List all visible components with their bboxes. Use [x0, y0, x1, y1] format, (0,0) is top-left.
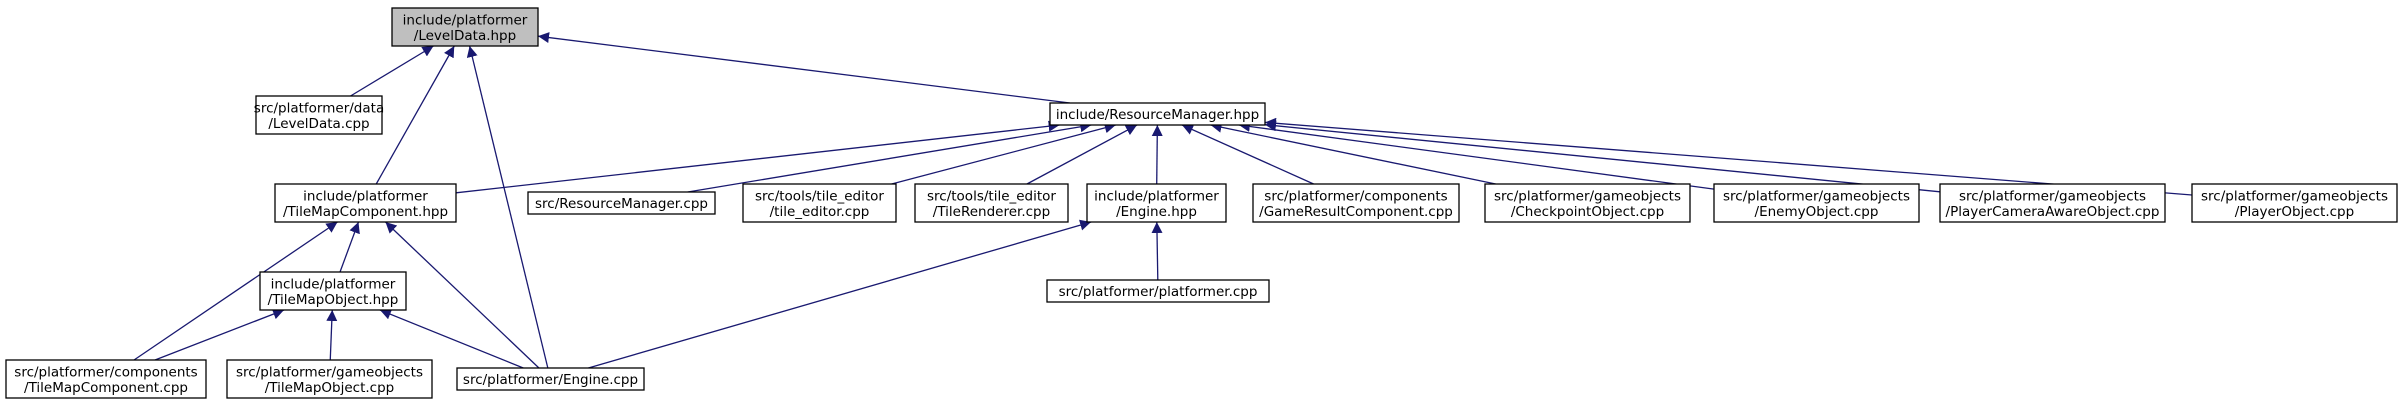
- edge-tilemapcomponent-hpp-to-leveldata-hpp: [375, 45, 455, 185]
- edge-enemyobject-cpp-to-resourcemanager-hpp: [1238, 121, 1715, 190]
- node-box: [1939, 183, 2166, 223]
- node-box: [391, 7, 539, 47]
- node-label-line: src/platformer/platformer.cpp: [1059, 284, 1258, 300]
- node-label-line: /TileMapObject.cpp: [265, 380, 395, 396]
- node-box: [255, 95, 383, 135]
- node-box: [456, 367, 645, 391]
- node-box: [914, 183, 1069, 223]
- edges-layer: [133, 32, 2193, 369]
- edge-tilemapobject-cpp-to-tilemapobject-hpp: [326, 309, 338, 361]
- node-label-line: /LevelData.hpp: [414, 28, 516, 44]
- node-engine-cpp[interactable]: src/platformer/Engine.cpp: [456, 367, 645, 391]
- node-box: [2191, 183, 2398, 223]
- edge-checkpointobject-cpp-to-resourcemanager-hpp: [1210, 121, 1496, 185]
- edge-resourcemanager-cpp-to-resourcemanager-hpp: [687, 121, 1092, 193]
- edge-resourcemanager-hpp-to-leveldata-hpp: [537, 32, 1071, 104]
- edge-playerobject-cpp-to-resourcemanager-hpp: [1264, 117, 2193, 196]
- node-checkpointobject-cpp[interactable]: src/platformer/gameobjects/CheckpointObj…: [1484, 183, 1691, 223]
- node-enemyobject-cpp[interactable]: src/platformer/gameobjects/EnemyObject.c…: [1713, 183, 1920, 223]
- node-leveldata-cpp[interactable]: src/platformer/data/LevelData.cpp: [254, 95, 384, 135]
- node-box: [1713, 183, 1920, 223]
- node-resourcemanager-hpp[interactable]: include/ResourceManager.hpp: [1049, 102, 1266, 126]
- edge-tilemapcomponent-cpp-to-tilemapcomponent-hpp: [133, 221, 338, 361]
- node-label-line: include/ResourceManager.hpp: [1056, 107, 1259, 123]
- node-label-line: src/platformer/Engine.cpp: [463, 372, 638, 388]
- node-label-line: /GameResultComponent.cpp: [1259, 204, 1453, 220]
- edge-engine-cpp-to-tilemapcomponent-hpp: [385, 221, 540, 369]
- node-box: [5, 359, 207, 399]
- node-label-line: /TileMapObject.hpp: [268, 292, 399, 308]
- edge-engine-cpp-to-tilemapobject-hpp: [379, 309, 524, 369]
- edge-tile-editor-cpp-to-resourcemanager-hpp: [891, 122, 1116, 185]
- node-label-line: include/platformer: [403, 12, 528, 28]
- node-label-line: src/platformer/gameobjects: [1723, 188, 1910, 204]
- edge-leveldata-cpp-to-leveldata-hpp: [350, 45, 434, 97]
- edge-tilemapcomponent-hpp-to-resourcemanager-hpp: [455, 120, 1060, 194]
- node-tilemapcomponent-cpp[interactable]: src/platformer/components/TileMapCompone…: [5, 359, 207, 399]
- node-label-line: /LevelData.cpp: [268, 116, 369, 132]
- node-box: [1086, 183, 1227, 223]
- node-box: [1049, 102, 1266, 126]
- edge-tilerenderer-cpp-to-resourcemanager-hpp: [1026, 124, 1138, 185]
- node-label-line: /tile_editor.cpp: [770, 204, 870, 220]
- edge-engine-cpp-to-engine-hpp: [588, 219, 1092, 369]
- edge-platformer-cpp-to-engine-hpp: [1151, 221, 1163, 281]
- node-label-line: /TileMapComponent.hpp: [283, 204, 448, 220]
- node-label-line: src/platformer/data: [254, 100, 384, 116]
- node-box: [1252, 183, 1460, 223]
- node-label-line: src/ResourceManager.cpp: [535, 196, 708, 212]
- node-label-line: /PlayerObject.cpp: [2235, 204, 2354, 220]
- node-playerobject-cpp[interactable]: src/platformer/gameobjects/PlayerObject.…: [2191, 183, 2398, 223]
- edge-tilemapcomponent-cpp-to-tilemapobject-hpp: [154, 308, 285, 361]
- node-leveldata-hpp[interactable]: include/platformer/LevelData.hpp: [391, 7, 539, 47]
- node-playercameraawareobject-cpp[interactable]: src/platformer/gameobjects/PlayerCameraA…: [1939, 183, 2166, 223]
- node-tilemapobject-cpp[interactable]: src/platformer/gameobjects/TileMapObject…: [226, 359, 433, 399]
- node-label-line: /PlayerCameraAwareObject.cpp: [1946, 204, 2160, 220]
- nodes-layer: include/platformer/LevelData.hpp src/plat…: [5, 7, 2398, 399]
- node-engine-hpp[interactable]: include/platformer/Engine.hpp: [1086, 183, 1227, 223]
- node-label-line: src/platformer/gameobjects: [1959, 188, 2146, 204]
- node-box: [226, 359, 433, 399]
- node-label-line: /CheckpointObject.cpp: [1511, 204, 1664, 220]
- node-label-line: src/platformer/components: [1264, 188, 1447, 204]
- node-label-line: src/tools/tile_editor: [755, 188, 884, 204]
- edge-engine-hpp-to-resourcemanager-hpp: [1151, 124, 1163, 185]
- node-box: [742, 183, 897, 223]
- node-box: [259, 271, 407, 311]
- node-platformer-cpp[interactable]: src/platformer/platformer.cpp: [1046, 279, 1270, 303]
- node-label-line: include/platformer: [303, 188, 428, 204]
- node-gameresultcomponent-cpp[interactable]: src/platformer/components/GameResultComp…: [1252, 183, 1460, 223]
- node-label-line: /TileMapComponent.cpp: [24, 380, 188, 396]
- node-resourcemanager-cpp[interactable]: src/ResourceManager.cpp: [527, 191, 716, 215]
- edge-tilemapobject-hpp-to-tilemapcomponent-hpp: [339, 221, 360, 273]
- node-label-line: src/tools/tile_editor: [927, 188, 1056, 204]
- node-label-line: src/platformer/gameobjects: [2201, 188, 2388, 204]
- node-box: [1484, 183, 1691, 223]
- node-tilemapobject-hpp[interactable]: include/platformer/TileMapObject.hpp: [259, 271, 407, 311]
- node-label-line: src/platformer/components: [14, 364, 197, 380]
- node-box: [527, 191, 716, 215]
- node-label-line: /Engine.hpp: [1116, 204, 1197, 220]
- node-label-line: src/platformer/gameobjects: [1494, 188, 1681, 204]
- node-label-line: src/platformer/gameobjects: [236, 364, 423, 380]
- edge-playercameraawareobject-cpp-to-resourcemanager-hpp: [1264, 120, 1941, 193]
- node-label-line: include/platformer: [1094, 188, 1219, 204]
- node-box: [274, 183, 457, 223]
- node-label-line: include/platformer: [271, 276, 396, 292]
- node-box: [1046, 279, 1270, 303]
- edge-gameresultcomponent-cpp-to-resourcemanager-hpp: [1181, 124, 1314, 185]
- node-label-line: /TileRenderer.cpp: [933, 204, 1050, 220]
- node-tilerenderer-cpp[interactable]: src/tools/tile_editor/TileRenderer.cpp: [914, 183, 1069, 223]
- node-label-line: /EnemyObject.cpp: [1755, 204, 1879, 220]
- node-tile-editor-cpp[interactable]: src/tools/tile_editor/tile_editor.cpp: [742, 183, 897, 223]
- edge-engine-cpp-to-leveldata-hpp: [466, 45, 549, 369]
- node-tilemapcomponent-hpp[interactable]: include/platformer/TileMapComponent.hpp: [274, 183, 457, 223]
